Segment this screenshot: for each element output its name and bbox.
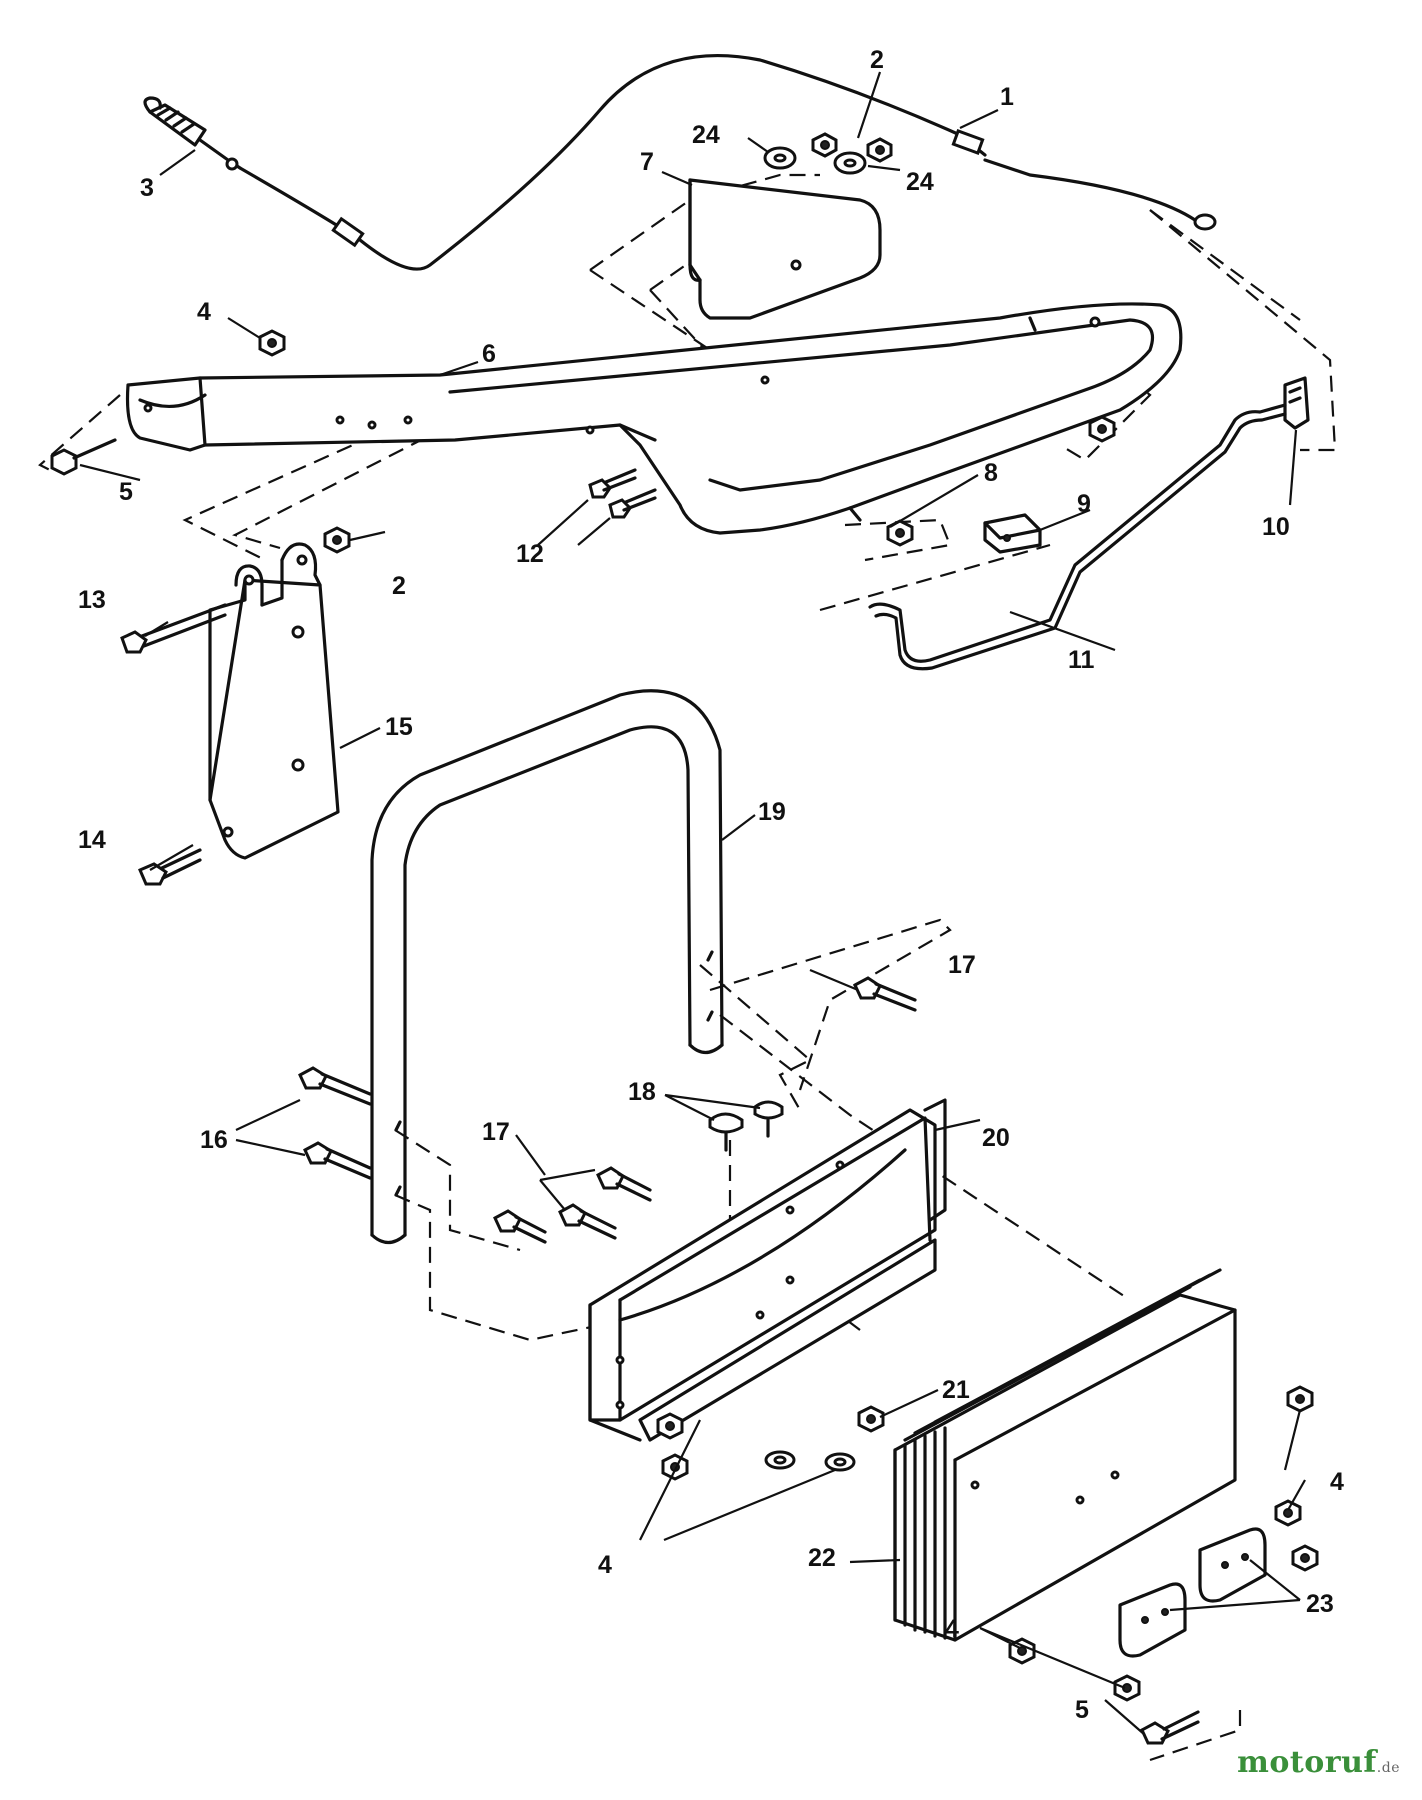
bolt-5-lower: [1140, 1710, 1200, 1745]
nut-2-top: [811, 132, 838, 158]
rod-11: [868, 403, 1287, 671]
callout-17-top: 17: [948, 951, 976, 979]
nut-2-bracket: [323, 526, 351, 554]
bolts-16: [298, 1066, 372, 1180]
weight-stack: [893, 1268, 1237, 1642]
cable-bracket: [688, 178, 882, 320]
watermark-logo: motoruf.de: [1237, 1745, 1400, 1780]
callout-15: 15: [385, 713, 413, 741]
callout-19: 19: [758, 798, 786, 826]
roll-bar: [370, 689, 724, 1245]
callout-5-lower: 5: [1075, 1696, 1089, 1724]
nut-8-lower: [886, 519, 914, 547]
callout-24-right: 24: [906, 168, 934, 196]
leader-lines: [79, 71, 1306, 1736]
screws-18: [708, 1100, 784, 1152]
callout-22: 22: [808, 1544, 836, 1572]
callout-labels: 1 2 24 24 3 7 4 6 5 12 8 9 10 11 2 13 15…: [78, 46, 1344, 1724]
callout-3: 3: [140, 174, 154, 202]
callout-24-left: 24: [692, 121, 720, 149]
handle-frame: [125, 302, 1183, 535]
callout-13: 13: [78, 586, 106, 614]
callout-1: 1: [1000, 83, 1014, 111]
callout-23: 23: [1306, 1590, 1334, 1618]
callout-2-bracket: 2: [392, 572, 406, 600]
clip-9: [983, 513, 1042, 554]
callout-17-mid: 17: [482, 1118, 510, 1146]
nuts-4-stack: [1008, 1385, 1319, 1702]
washer-24-left: [763, 146, 797, 170]
callout-21: 21: [942, 1376, 970, 1404]
bolt-14: [138, 848, 202, 886]
callout-10: 10: [1262, 513, 1290, 541]
callout-8: 8: [984, 459, 998, 487]
callout-14: 14: [78, 826, 106, 854]
callout-6: 6: [482, 340, 496, 368]
callout-20: 20: [982, 1124, 1010, 1152]
nut-2-right: [866, 137, 893, 163]
weight-bracket: [588, 1098, 947, 1442]
callout-12: 12: [516, 540, 544, 568]
bolt-5-frame: [50, 438, 117, 476]
watermark-tld: .de: [1376, 1760, 1400, 1776]
bracket-10: [1283, 376, 1310, 430]
cable-spring-end: [143, 96, 242, 171]
callout-5-frame: 5: [119, 478, 133, 506]
nut-8-upper: [1088, 415, 1116, 443]
nut-4-frame: [258, 329, 286, 357]
nut-21: [857, 1405, 885, 1433]
callout-9: 9: [1077, 490, 1091, 518]
callout-7: 7: [640, 148, 654, 176]
bolts-17: [493, 976, 917, 1244]
callout-18: 18: [628, 1078, 656, 1106]
callout-4-lower: 4: [598, 1551, 612, 1579]
mounting-plates: [1118, 1527, 1267, 1658]
callout-2-top: 2: [870, 46, 884, 74]
callout-11: 11: [1068, 646, 1095, 674]
bolt-13: [120, 603, 227, 654]
cable-adjuster: [331, 129, 985, 248]
support-bracket: [208, 542, 340, 860]
washer-24-right: [833, 151, 867, 175]
callout-16: 16: [200, 1126, 228, 1154]
callout-4-frame: 4: [197, 298, 211, 326]
bolts-12: [588, 468, 657, 519]
nuts-4-lower: [656, 1412, 856, 1481]
watermark-text: motoruf: [1237, 1745, 1377, 1780]
callout-4-right: 4: [1330, 1468, 1344, 1496]
callout-4-bottom: 4: [945, 1615, 959, 1643]
